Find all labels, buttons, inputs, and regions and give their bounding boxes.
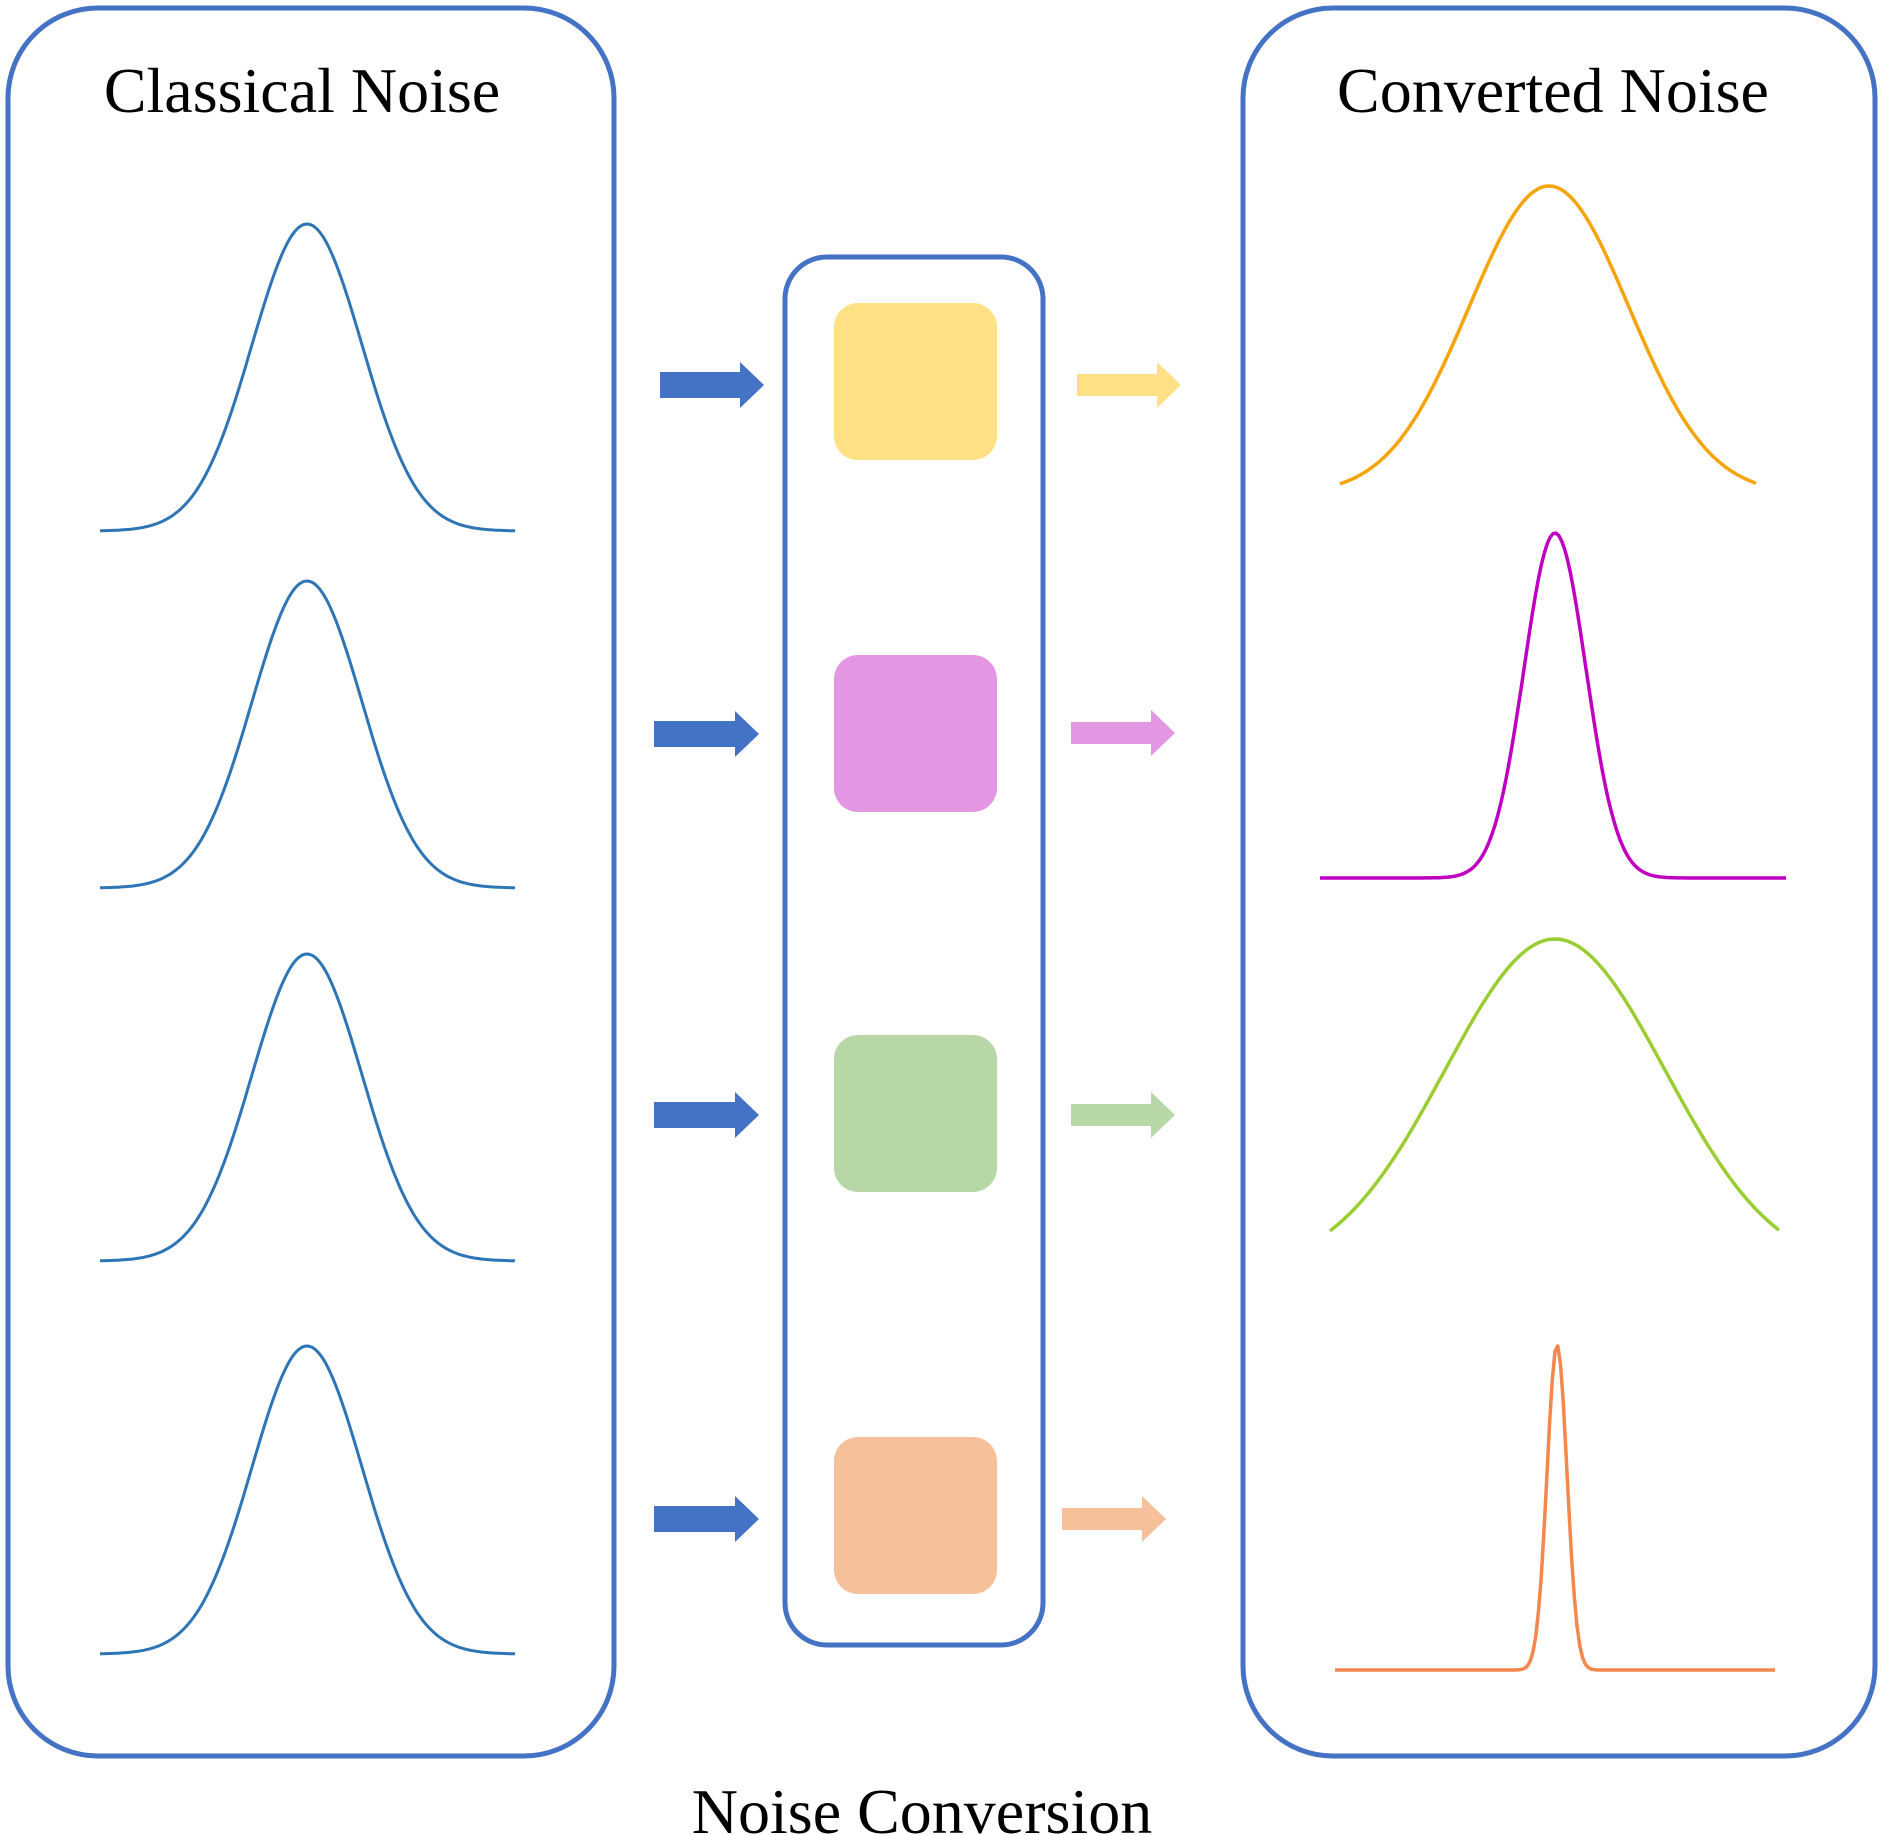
- converted-curves: [1320, 184, 1786, 1672]
- classical-noise-curve-1: [100, 222, 516, 533]
- converted-noise-frame: [1240, 5, 1878, 1759]
- output-arrow-pink: [1071, 710, 1175, 756]
- noise-conversion-frame: [782, 254, 1046, 1648]
- converted-curve-orange: [1339, 184, 1757, 486]
- converted-curve-green: [1328, 937, 1781, 1233]
- input-arrow-3: [654, 1092, 759, 1138]
- classical-noise-panel: Classical Noise: [5, 5, 617, 1759]
- classical-noise-curve-3: [100, 952, 516, 1263]
- output-arrows: [1062, 362, 1181, 1542]
- classical-noise-curve-2: [100, 579, 516, 890]
- conversion-block-orange: [834, 1437, 997, 1594]
- conversion-block-green: [834, 1035, 997, 1192]
- converted-noise-panel: Converted Noise: [1240, 5, 1878, 1759]
- classical-noise-frame: [5, 5, 617, 1759]
- conversion-block-pink: [834, 655, 997, 812]
- input-arrow-4: [654, 1496, 759, 1542]
- input-arrows: [654, 362, 764, 1542]
- converted-curve-coral: [1335, 1344, 1775, 1672]
- input-arrow-1: [660, 362, 764, 408]
- classical-noise-title: Classical Noise: [104, 55, 500, 126]
- classical-noise-curve-4: [100, 1344, 516, 1656]
- noise-conversion-caption: Noise Conversion: [692, 1776, 1152, 1835]
- input-arrow-2: [654, 711, 759, 757]
- converted-curve-magenta: [1320, 531, 1786, 880]
- converted-noise-title: Converted Noise: [1337, 55, 1769, 126]
- output-arrow-green: [1071, 1092, 1175, 1138]
- conversion-block-yellow: [834, 303, 997, 460]
- noise-conversion-panel: Noise Conversion: [692, 254, 1152, 1835]
- output-arrow-orange: [1062, 1496, 1166, 1542]
- output-arrow-yellow: [1077, 362, 1181, 408]
- classical-curves: [100, 222, 516, 1656]
